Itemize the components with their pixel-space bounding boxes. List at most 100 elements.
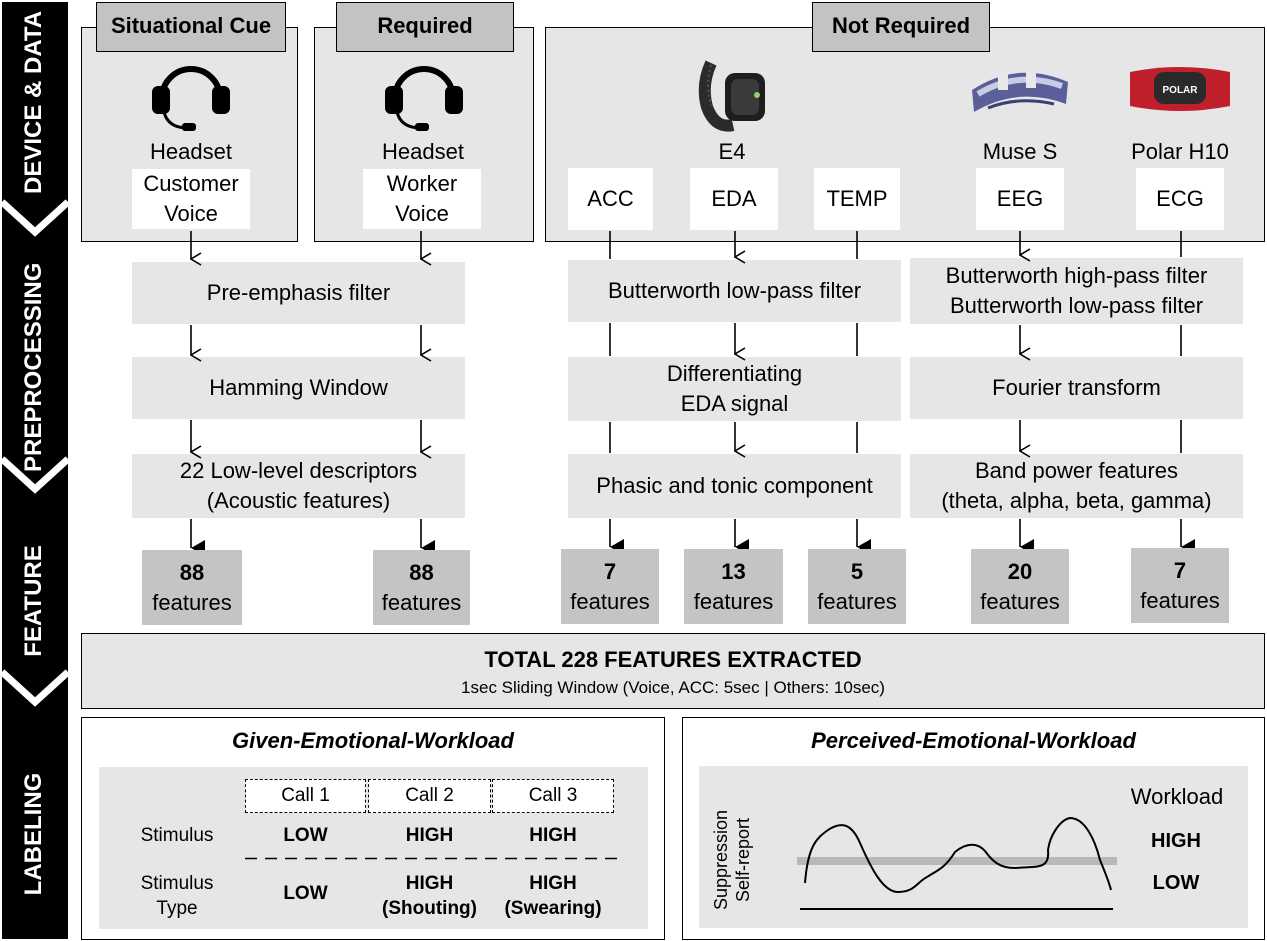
step-label: Band power features: [974, 458, 1179, 483]
step-label: Phasic and tonic component: [596, 473, 873, 498]
feature-count-eda: 13 features: [684, 549, 783, 624]
stage-labeling: [2, 682, 68, 939]
feature-count: 13: [721, 558, 746, 584]
signal-line: Voice: [164, 201, 218, 226]
step-label: Butterworth high-pass filter: [945, 263, 1208, 288]
feature-count-eeg: 20 features: [971, 549, 1069, 624]
device-name-e4: E4: [718, 139, 746, 164]
total-subtitle: 1sec Sliding Window (Voice, ACC: 5sec | …: [461, 678, 885, 697]
step-butterworth-low: Butterworth low-pass filter: [568, 260, 901, 322]
feature-count: 7: [603, 558, 617, 584]
feature-count: 5: [850, 558, 864, 584]
stage-feature: [2, 469, 68, 718]
row-label-line: Type: [156, 898, 198, 919]
step-label: EDA signal: [680, 391, 789, 416]
headset-icon: [152, 66, 230, 131]
stimulus-call-3: HIGH: [529, 825, 577, 846]
call-3-header: Call 3: [492, 779, 614, 813]
feature-unit: features: [152, 589, 232, 615]
stimulus-type-call-2: HIGH (Shouting): [368, 871, 491, 921]
signal-acc: ACC: [568, 168, 653, 230]
feature-count: 20: [1007, 558, 1033, 584]
feature-count-customer: 88 features: [142, 550, 242, 625]
stimulus-type-sub: (Shouting): [382, 898, 477, 919]
group-header-required: Required: [336, 2, 514, 52]
workload-signal: [804, 816, 1112, 894]
signal-temp: TEMP: [814, 168, 900, 230]
call-2-header: Call 2: [368, 779, 491, 813]
signal-eeg: EEG: [976, 168, 1064, 230]
group-header-not-required: Not Required: [812, 2, 990, 52]
device-name-headset-2: Headset: [382, 139, 464, 164]
stage-bar: [0, 2, 71, 939]
y-label-line: Self-report: [733, 817, 753, 903]
workload-curve: [797, 816, 1117, 910]
device-name-headset-1: Headset: [150, 139, 232, 164]
given-title: Given-Emotional-Workload: [232, 728, 514, 753]
stimulus-type-call-3: HIGH (Swearing): [492, 871, 614, 921]
step-label: Butterworth low-pass filter: [949, 293, 1204, 318]
feature-unit: features: [570, 588, 650, 614]
feature-count: 88: [179, 559, 205, 585]
step-butterworth-high: Butterworth high-pass filter Butterworth…: [910, 258, 1243, 324]
row-label-stimulus: Stimulus: [140, 825, 214, 846]
legend-low: LOW: [1152, 872, 1200, 894]
step-label: Differentiating: [666, 361, 803, 386]
signal-line: Worker: [386, 171, 458, 196]
legend-high: HIGH: [1151, 830, 1201, 852]
step-label: Hamming Window: [209, 375, 388, 400]
device-name-muse: Muse S: [982, 139, 1058, 164]
feature-count-acc: 7 features: [561, 549, 659, 624]
step-label: (theta, alpha, beta, gamma): [941, 488, 1212, 513]
perceived-plot-area: [699, 766, 1248, 928]
signal-line: Customer: [143, 171, 239, 196]
row-label-stimulus-type: Stimulus Type: [112, 871, 242, 921]
step-differentiating: Differentiating EDA signal: [568, 357, 901, 421]
y-label-line: Suppression: [711, 809, 731, 911]
signal-line: Voice: [395, 201, 449, 226]
stage-device: [2, 2, 68, 248]
signal-ecg: ECG: [1136, 168, 1224, 230]
stimulus-type-value: HIGH: [405, 873, 454, 894]
step-label: Pre-emphasis filter: [206, 280, 391, 305]
feature-count: 7: [1173, 557, 1187, 583]
step-lld: 22 Low-level descriptors (Acoustic featu…: [132, 454, 465, 518]
stage-preprocessing: [2, 212, 68, 505]
device-name-polar: Polar H10: [1131, 139, 1229, 164]
signal-eda: EDA: [690, 168, 778, 230]
table-divider: [245, 857, 617, 860]
stimulus-type-sub: (Swearing): [504, 898, 602, 919]
step-hamming: Hamming Window: [132, 357, 465, 419]
step-pre-emphasis: Pre-emphasis filter: [132, 262, 465, 324]
row-label-line: Stimulus: [140, 873, 214, 894]
step-fourier: Fourier transform: [910, 357, 1243, 419]
feature-count: 88: [409, 559, 434, 585]
feature-unit: features: [817, 588, 897, 614]
signal-worker-voice: Worker Voice: [363, 169, 481, 229]
legend-workload: Workload: [1130, 784, 1224, 809]
headset-icon: [385, 66, 463, 131]
perceived-y-label: Suppression Self-report: [710, 795, 754, 925]
feature-unit: features: [693, 588, 774, 614]
call-1-header: Call 1: [245, 779, 366, 813]
headband-icon: [972, 72, 1068, 112]
step-phasic-tonic: Phasic and tonic component: [568, 454, 901, 518]
stimulus-type-value: HIGH: [529, 873, 577, 894]
total-features-panel: TOTAL 228 FEATURES EXTRACTED 1sec Slidin…: [81, 633, 1265, 709]
step-band-power: Band power features (theta, alpha, beta,…: [910, 454, 1243, 518]
stimulus-type-call-1: LOW: [283, 883, 328, 904]
group-header-cue: Situational Cue: [96, 2, 286, 52]
polar-logo: POLAR: [1163, 85, 1199, 96]
perceived-title: Perceived-Emotional-Workload: [811, 728, 1136, 753]
feature-count-ecg: 7 features: [1131, 548, 1229, 623]
step-label: Fourier transform: [992, 375, 1161, 400]
signal-customer-voice: Customer Voice: [132, 169, 250, 229]
feature-unit: features: [1140, 587, 1220, 613]
feature-unit: features: [381, 589, 462, 615]
feature-unit: features: [980, 588, 1060, 614]
chest-strap-icon: POLAR: [1130, 67, 1230, 111]
step-label: 22 Low-level descriptors: [179, 458, 418, 483]
stimulus-call-1: LOW: [283, 825, 328, 846]
stimulus-call-2: HIGH: [405, 825, 454, 846]
